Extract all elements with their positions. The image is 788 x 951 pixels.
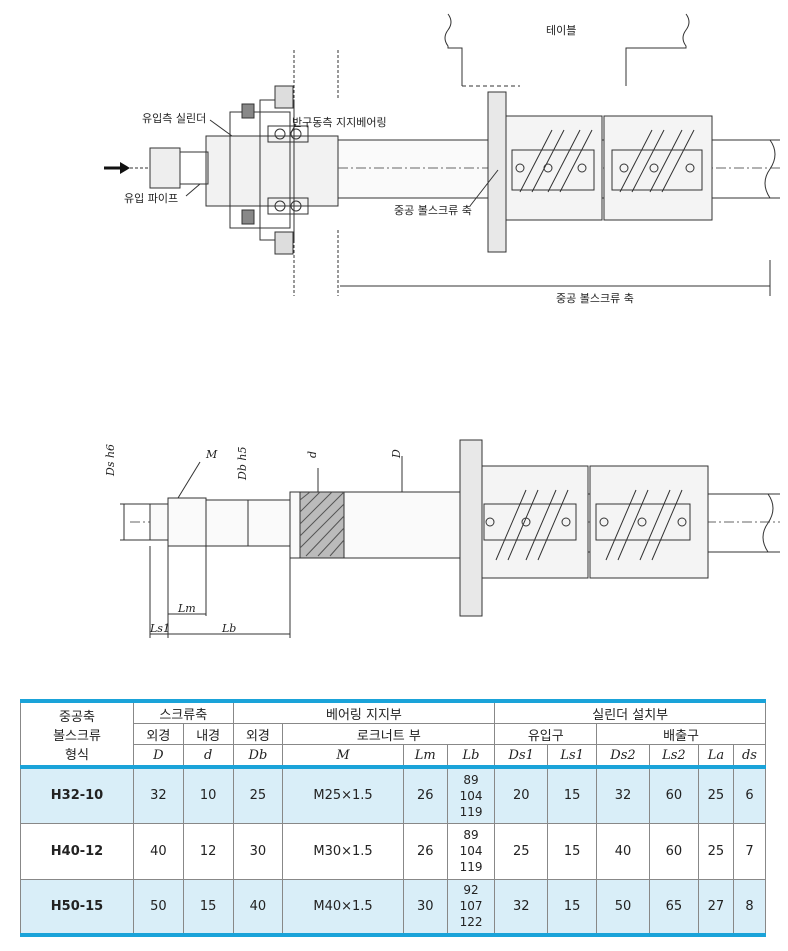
cell-ds: 6 [732,766,767,824]
lm-label: Lm [178,602,196,615]
cell-Ls2: 60 [648,766,699,824]
cell-Lm: 30 [402,878,448,936]
cell-Ds1: 25 [494,822,549,880]
cell-Db: 25 [232,766,284,824]
outlet-header: 배출구 [596,723,766,745]
cell-ds: 7 [732,822,767,880]
Ls1-col: Ls1 [547,744,598,768]
cell-M: M40×1.5 [282,878,404,936]
shaft-dimension-drawing [120,439,780,638]
D-label: D [390,449,403,458]
lb-label: Lb [222,622,237,635]
bearing-outer-header: 외경 [232,723,284,745]
cell-Ls2: 65 [648,878,699,936]
cell-Ds2: 32 [596,766,650,824]
model-cell: H50-15 [20,878,134,936]
cell-D: 32 [133,766,184,824]
Lb-col: Lb [446,744,496,768]
locknut-header: 로크너트 부 [282,723,496,745]
table-label: 테이블 [546,24,577,37]
spec-table: 중공축 볼스크류 형식 스크류축 베어링 지지부 실린더 설치부 외경 내경 외… [20,699,767,937]
d-col: d [182,744,234,768]
cell-La: 25 [697,822,734,880]
ds-col: ds [732,744,767,768]
inlet-header: 유입구 [494,723,598,745]
cell-Lm: 26 [402,822,448,880]
cell-Ds1: 32 [494,878,549,936]
Ds1-col: Ds1 [494,744,549,768]
cell-Ls1: 15 [547,878,598,936]
Ls2-col: Ls2 [648,744,699,768]
db-h5-label: Db h5 [236,446,249,480]
bearing-label: 반구동측 지지베어링 [292,116,387,129]
M-col: M [282,744,404,768]
cell-D: 50 [133,878,184,936]
cell-Ls1: 15 [547,766,598,824]
Ds2-col: Ds2 [596,744,650,768]
inner-dia-header: 내경 [182,723,234,745]
cell-Ls2: 60 [648,822,699,880]
cell-Ds1: 20 [494,766,549,824]
cell-ds: 8 [732,878,767,936]
D-col: D [133,744,184,768]
Db-col: Db [232,744,284,768]
cell-Db: 40 [232,878,284,936]
ls1-label: Ls1 [150,622,170,635]
cell-M: M25×1.5 [282,766,404,824]
ds-h6-label: Ds h6 [104,443,117,476]
La-col: La [697,744,734,768]
cell-M: M30×1.5 [282,822,404,880]
cell-d: 10 [182,766,234,824]
top-assembly-drawing [104,13,780,296]
bearing-support-header: 베어링 지지부 [232,700,496,724]
cylinder-mount-header: 실린더 설치부 [494,700,766,724]
cell-D: 40 [133,822,184,880]
cell-Ds2: 40 [596,822,650,880]
cell-La: 25 [697,766,734,824]
model-cell: H32-10 [20,766,134,824]
m-label: M [206,448,218,461]
d-label: d [306,450,319,458]
cell-Ls1: 15 [547,822,598,880]
cell-Lm: 26 [402,766,448,824]
model-header: 중공축 볼스크류 형식 [20,700,134,768]
hollow-shaft-label-2: 중공 볼스크류 축 [556,292,634,305]
outer-dia-header: 외경 [133,723,184,745]
hollow-shaft-label-1: 중공 볼스크류 축 [394,204,472,217]
cell-d: 12 [182,822,234,880]
cell-Db: 30 [232,822,284,880]
cell-Ds2: 50 [596,878,650,936]
screw-shaft-header: 스크류축 [133,700,234,724]
inlet-cylinder-label: 유입측 실린더 [142,112,207,125]
cell-La: 27 [697,878,734,936]
inlet-pipe-label: 유입 파이프 [124,192,179,205]
Lm-col: Lm [402,744,448,768]
model-cell: H40-12 [20,822,134,880]
cell-d: 15 [182,878,234,936]
